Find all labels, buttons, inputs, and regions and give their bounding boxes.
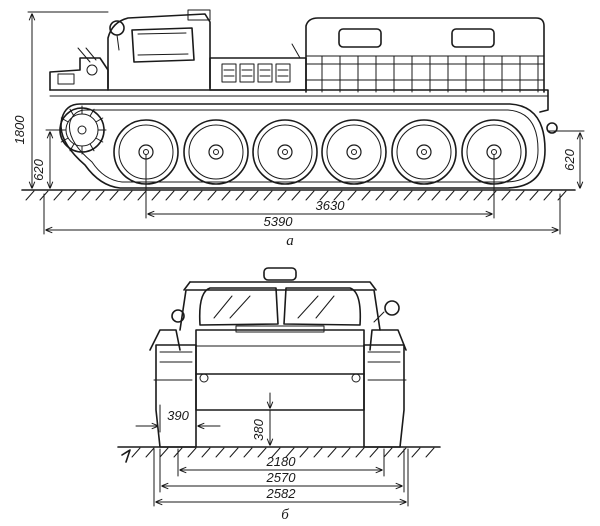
headlight-icon xyxy=(86,64,98,76)
front-cabin xyxy=(171,287,400,331)
dim-label-2582: 2582 xyxy=(266,486,297,501)
dim-overall-width: 2582 xyxy=(153,448,409,507)
caption-side-view: а xyxy=(286,233,294,249)
front-track-right xyxy=(363,329,407,448)
road-wheel xyxy=(183,119,249,185)
dim-label-3630: 3630 xyxy=(316,198,346,213)
hull xyxy=(49,89,558,134)
side-ground-line xyxy=(21,189,576,201)
dim-overall-height: 1800 xyxy=(12,11,109,188)
road-wheel xyxy=(252,119,318,185)
road-wheels xyxy=(113,119,527,185)
cabin xyxy=(107,9,211,89)
dim-track-width: 390 xyxy=(135,404,221,433)
dim-label-380: 380 xyxy=(251,418,266,440)
dim-label-1800: 1800 xyxy=(12,115,27,145)
roof-hatch xyxy=(183,267,377,291)
dim-gauge-outer: 2570 xyxy=(159,448,405,493)
dim-front-620: 620 xyxy=(31,129,63,188)
dim-label-2180: 2180 xyxy=(266,454,297,469)
dim-label-2570: 2570 xyxy=(266,470,297,485)
front-track-left xyxy=(149,329,197,448)
cargo-body xyxy=(305,17,545,93)
windshield-left xyxy=(198,287,279,326)
dim-label-5390: 5390 xyxy=(264,214,294,229)
engine-compartment xyxy=(209,43,307,91)
front-view: 390 380 2180 2570 2582 б xyxy=(117,267,441,523)
dim-rear-620: 620 xyxy=(547,130,585,188)
cargo-window-front xyxy=(338,28,382,48)
side-view: 1800 620 620 3630 5390 а xyxy=(12,9,585,249)
windshield-right xyxy=(283,287,362,326)
cabin-window xyxy=(131,27,195,63)
dim-track-length: 3630 xyxy=(145,154,495,219)
dim-ground-clearance: 380 xyxy=(251,392,270,445)
road-wheel xyxy=(321,119,387,185)
front-hull xyxy=(195,325,365,411)
cargo-window-rear xyxy=(451,28,495,48)
front-bumper xyxy=(49,47,109,91)
dim-label-620-front: 620 xyxy=(31,158,46,180)
dim-label-390: 390 xyxy=(167,408,189,423)
dim-gauge-inner: 2180 xyxy=(177,448,385,477)
tow-eye-right-icon xyxy=(351,373,361,383)
dim-label-620-rear: 620 xyxy=(562,148,577,170)
headlight-left-icon xyxy=(171,309,185,323)
dim-overall-length: 5390 xyxy=(43,193,561,235)
road-wheel xyxy=(391,119,457,185)
caption-front-view: б xyxy=(281,507,289,523)
searchlight-right-icon xyxy=(384,300,400,316)
tow-hook-icon xyxy=(546,122,558,134)
drive-sprocket xyxy=(57,105,107,155)
tow-eye-left-icon xyxy=(199,373,209,383)
